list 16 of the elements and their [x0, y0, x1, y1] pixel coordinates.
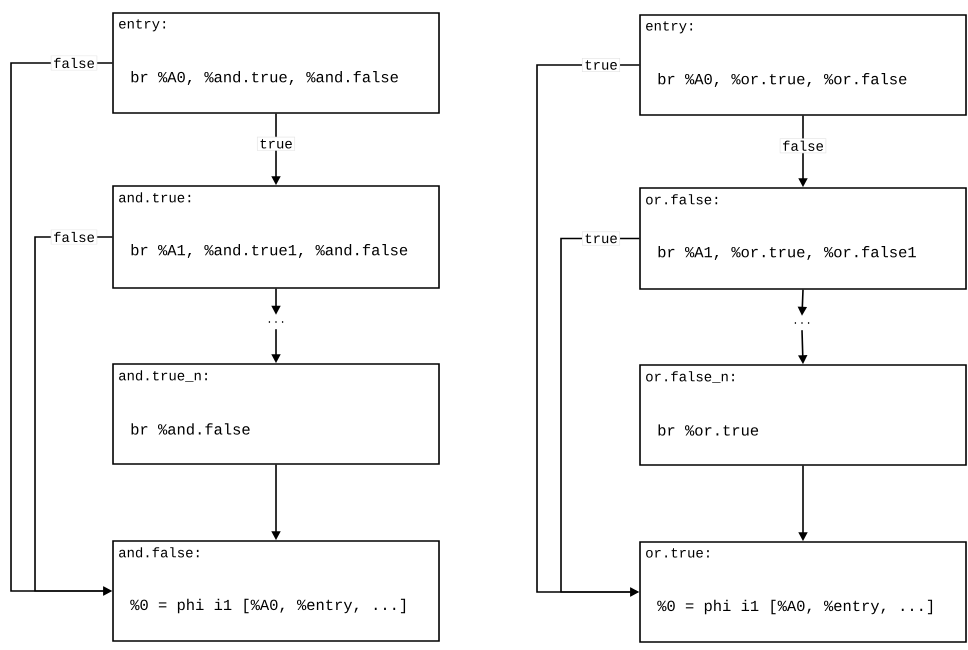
ellipsis: ... [794, 322, 810, 324]
edge-label: false [50, 56, 98, 70]
ellipsis: ... [268, 321, 284, 323]
code-block-box: and.true: br %A1, %and.true1, %and.false [112, 185, 440, 289]
code-block-box: entry: br %A0, %or.true, %or.false [639, 14, 967, 116]
code-block-box: and.false: %0 = phi i1 [%A0, %entry, ...] [112, 540, 440, 642]
edge-label: true [582, 58, 620, 72]
edge-label: true [256, 136, 296, 151]
edge-label: true [582, 231, 620, 246]
code-block-box: and.true_n: br %and.false [112, 363, 440, 465]
edge-label: false [50, 230, 98, 244]
code-block-box: or.true: %0 = phi i1 [%A0, %entry, ...] [639, 541, 967, 643]
code-block-box: entry: br %A0, %and.true, %and.false [112, 12, 440, 114]
code-block-box: or.false_n: br %or.true [639, 364, 967, 466]
edge-label: false [780, 138, 826, 154]
code-block-box: or.false: br %A1, %or.true, %or.false1 [639, 187, 967, 290]
